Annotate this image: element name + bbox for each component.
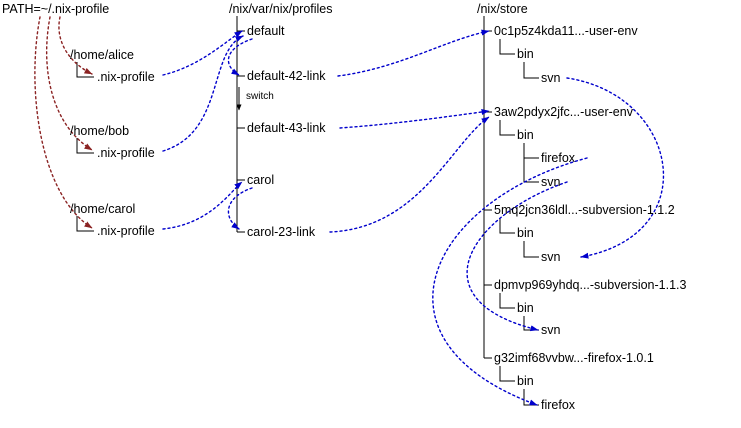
nix-profile-link-bob: .nix-profile xyxy=(97,146,155,160)
profile-item-default-42-link: default-42-link xyxy=(247,69,326,83)
store-dir-bin: bin xyxy=(517,301,534,315)
store-entry-userenv-0c1p: 0c1p5z4kda11...-user-env xyxy=(494,24,638,38)
profile-item-default-43-link: default-43-link xyxy=(247,121,326,135)
arrow-path-to-bob-profile xyxy=(45,16,93,151)
store-entry-userenv-3aw2: 3aw2pdyx2jfc...-user-env xyxy=(494,105,633,119)
arrow-gen-42-to-userenv-0c1p xyxy=(337,29,490,77)
switch-label: switch xyxy=(246,91,274,102)
profile-item-carol-23-link: carol-23-link xyxy=(247,225,316,239)
store-dir-bin: bin xyxy=(517,374,534,388)
store-binary-svn: svn xyxy=(541,250,561,264)
tree-home-bob xyxy=(76,138,94,154)
store-entry-subversion-1-1-2: 5mq2jcn36ldl...-subversion-1.1.2 xyxy=(494,203,675,217)
tree-home-alice xyxy=(76,62,94,78)
arrow-userenv-firefox-to-firefox-1-0-1 xyxy=(432,157,588,406)
arrow-gen-23-to-userenv-3aw2 xyxy=(329,116,490,233)
arrow-userenv-svn-to-subversion-1-1-2 xyxy=(566,77,665,259)
arrow-userenv-svn-to-subversion-1-1-3 xyxy=(466,181,568,332)
arrow-carol-to-gen-23 xyxy=(227,187,253,230)
home-dir-bob: /home/bob xyxy=(70,124,130,138)
store-binary-svn: svn xyxy=(541,71,561,85)
store-entry-subversion-1-1-3: dpmvp969yhdq...-subversion-1.1.3 xyxy=(494,278,687,292)
nix-profile-link-carol: .nix-profile xyxy=(97,224,155,238)
store-dir-bin: bin xyxy=(517,47,534,61)
nix-profile-link-alice: .nix-profile xyxy=(97,70,155,84)
arrow-default-to-gen-42 xyxy=(227,38,253,76)
arrow-path-to-carol-profile xyxy=(34,16,93,229)
arrow-gen-43-to-userenv-3aw2 xyxy=(339,109,490,129)
profiles-header: /nix/var/nix/profiles xyxy=(229,2,333,16)
store-binary-svn: svn xyxy=(541,323,561,337)
symlink-arrows xyxy=(162,29,665,406)
store-dir-bin: bin xyxy=(517,226,534,240)
profile-item-default: default xyxy=(247,24,285,38)
arrow-bob-profile-to-default xyxy=(162,35,244,152)
arrow-path-to-alice-profile xyxy=(58,16,93,75)
store-dir-bin: bin xyxy=(517,128,534,142)
store-binary-firefox: firefox xyxy=(541,151,576,165)
arrow-alice-profile-to-default xyxy=(162,30,243,76)
store-binary-svn: svn xyxy=(541,175,561,189)
home-dir-carol: /home/carol xyxy=(70,202,136,216)
store-entry-firefox-1-0-1: g32imf68vvbw...-firefox-1.0.1 xyxy=(494,351,654,365)
store-header: /nix/store xyxy=(477,2,528,16)
path-env-var-label: PATH=~/.nix-profile xyxy=(2,2,110,16)
profile-item-carol: carol xyxy=(247,173,275,187)
arrow-carol-profile-to-carol xyxy=(162,181,243,230)
home-dir-alice: /home/alice xyxy=(70,48,134,62)
path-lookup-arrows xyxy=(34,16,93,229)
tree-home-carol xyxy=(76,216,94,232)
store-binary-firefox: firefox xyxy=(541,398,576,412)
